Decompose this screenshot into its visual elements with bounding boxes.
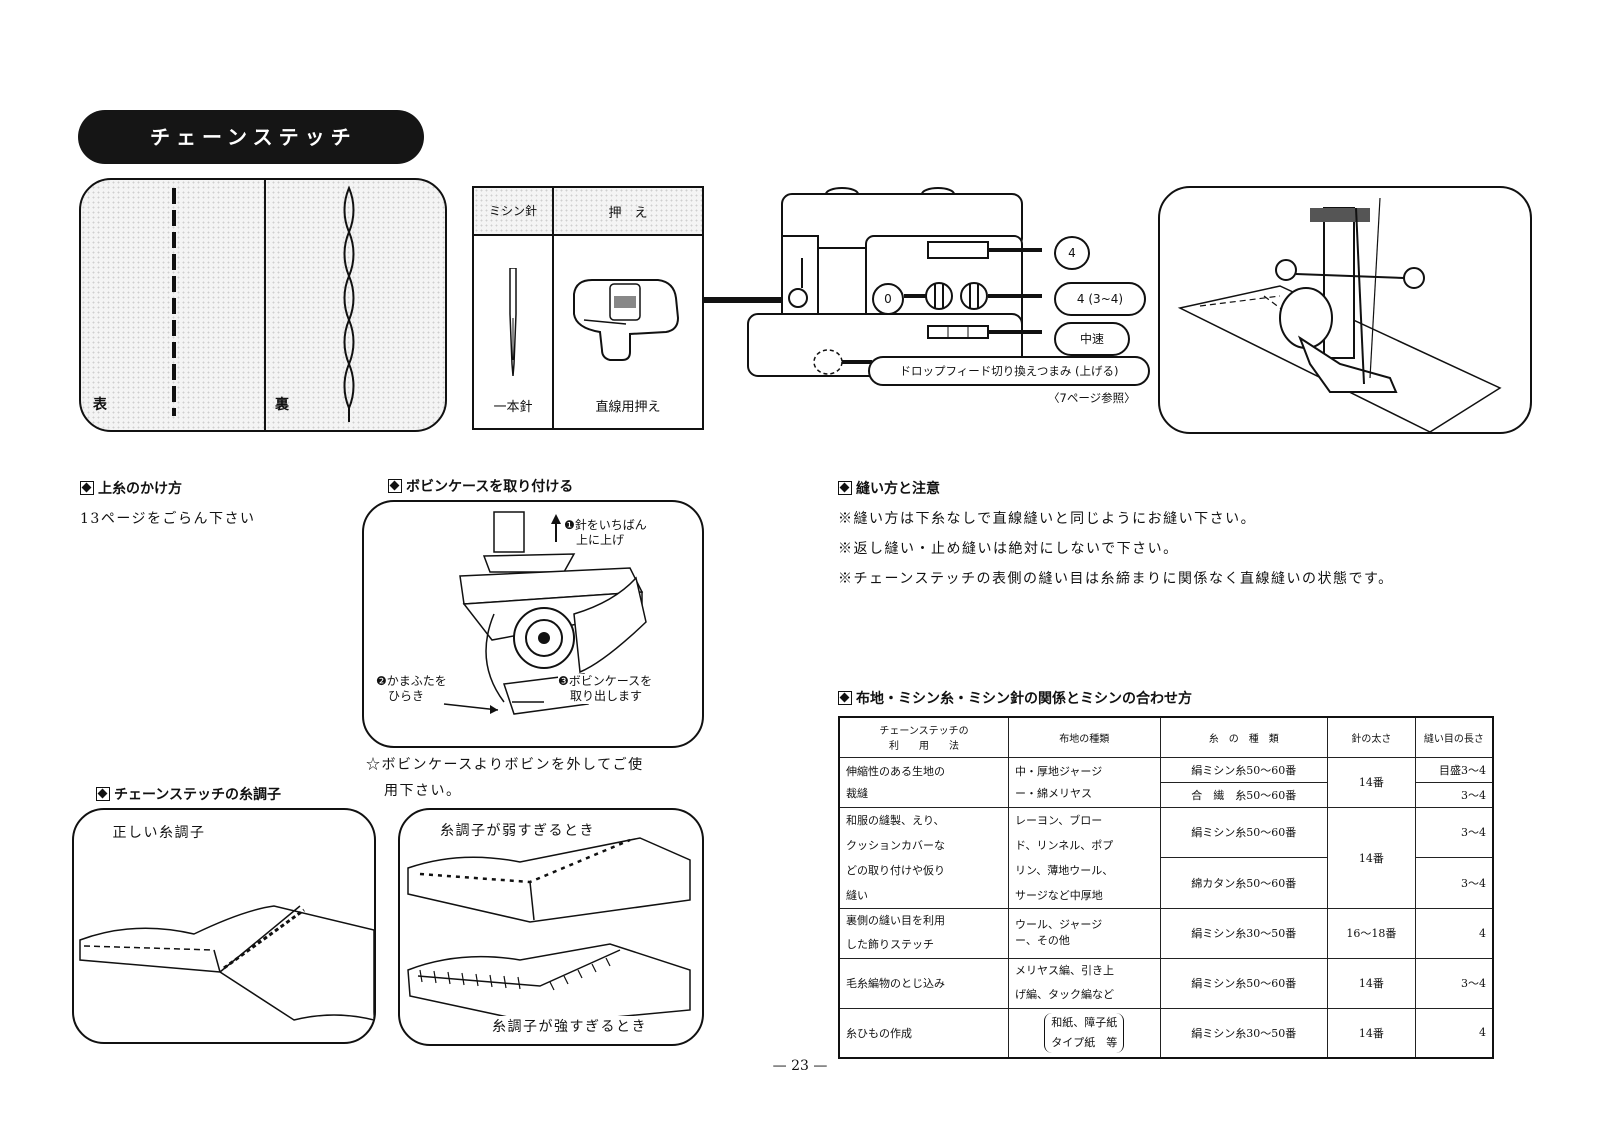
diamond-bullet-icon [96,787,110,801]
table-row: 合 繊 糸50～60番 3～4 [839,781,1494,808]
step1-label: ❶針をいちばん 上に上げ [564,518,647,547]
diamond-bullet-icon [838,691,852,705]
bobbin-illustration-panel: ❶針をいちばん 上に上げ ❷かまふたを ひらき ❸ボビンケースを 取り出します [362,500,704,748]
foot-header: 押 え [608,206,648,221]
step2-label: ❷かまふたを ひらき [376,674,447,703]
table-row: 綿カタン糸50～60番 3～4 [839,857,1494,909]
bobbin-heading: ボビンケースを取り付ける [388,476,573,496]
dial-right-callout: 4 (3~4) [1054,282,1146,316]
stitch-lines-graphic [172,185,355,422]
sewing-note-1: ※縫い方は下糸なしで直線縫いと同じようにお縫い下さい。 [838,511,1257,527]
diamond-bullet-icon [80,481,94,495]
sewing-note-2: ※返し縫い・止め縫いは絶対にしないで下さい。 [838,541,1179,557]
weak-tension-label: 糸調子が弱すぎるとき [440,823,595,839]
table-row: 和服の縫製、えり、クッションカバーなどの取り付けや仮り縫い レーヨン、ブロード、… [838,806,1494,909]
dial-left-callout: 0 [872,283,904,315]
foot-value: 直線用押え [595,400,661,415]
table-row: 裏側の縫い目を利用した飾りステッチ ウール、ジャージー、その他 絹ミシン糸30～… [838,907,1494,959]
front-label: 表 [93,397,107,413]
presser-foot-icon [573,279,680,361]
diamond-bullet-icon [388,479,402,493]
relation-table-heading: 布地・ミシン糸・ミシン針の関係とミシンの合わせ方 [838,688,1192,708]
tension-heading: チェーンステッチの糸調子 [96,784,281,804]
drop-feed-callout: ドロップフィード切り換えつまみ (上げる) [868,356,1150,386]
sewing-machine-illustration [747,187,1042,377]
page-title: チェーンステッチ [78,110,424,164]
table-row: 糸ひもの作成 和紙、障子紙タイプ紙 等 絹ミシン糸30～50番 14番 4 [838,1007,1494,1059]
needle-icon [509,268,517,377]
step3-label: ❸ボビンケースを 取り出します [558,674,653,704]
table-row: 毛糸編物のとじ込み メリヤス編、引き上げ編、タック編など 絹ミシン糸50～60番… [838,957,1494,1009]
sewing-notes-heading: 縫い方と注意 [838,478,940,498]
table-header-row: チェーンステッチの利 用 法 布地の種類 糸 の 種 類 針の太さ 縫い目の長さ [838,716,1494,758]
page-number: — 23 — [772,1058,828,1074]
tension-comparison-panel: 糸調子が弱すぎるとき 糸調子が強すぎるとき [398,808,704,1046]
pattern-callout: 4 [1054,236,1090,270]
page-reference: 〈7ページ参照〉 [1048,391,1136,405]
correct-tension-panel: 正しい糸調子 [72,808,376,1044]
connector-line [704,297,786,303]
stitch-sample-panel: 表 裏 [79,178,447,432]
back-label: 裏 [275,397,289,413]
needle-header: ミシン針 [488,204,537,218]
upper-thread-heading: 上糸のかけ方 [80,478,182,498]
relation-table: チェーンステッチの利 用 法 布地の種類 糸 の 種 類 針の太さ 縫い目の長さ… [838,716,1494,1059]
needle-foot-table: ミシン針 押 え 一本針 直線用押え [472,186,704,430]
sewing-note-3: ※チェーンステッチの表側の縫い目は糸締まりに関係なく直線縫いの状態です。 [838,571,1394,587]
upper-thread-text: 13ページをごらん下さい [80,511,256,527]
table-row: 伸縮性のある生地の裁縫 中・厚地ジャージー・綿メリヤス 絹ミシン糸50～60番 … [838,756,1494,808]
bobbin-note-line1: ☆ボビンケースよりボビンを外してご使 [366,757,644,773]
bobbin-note-line2: 用下さい。 [384,783,462,799]
diamond-bullet-icon [838,481,852,495]
speed-callout: 中速 [1054,322,1130,356]
foot-closeup-panel [1158,186,1532,434]
panel-divider [264,180,266,430]
strong-tension-label: 糸調子が強すぎるとき [492,1016,647,1036]
needle-value: 一本針 [493,400,533,415]
correct-tension-label: 正しい糸調子 [112,825,206,841]
